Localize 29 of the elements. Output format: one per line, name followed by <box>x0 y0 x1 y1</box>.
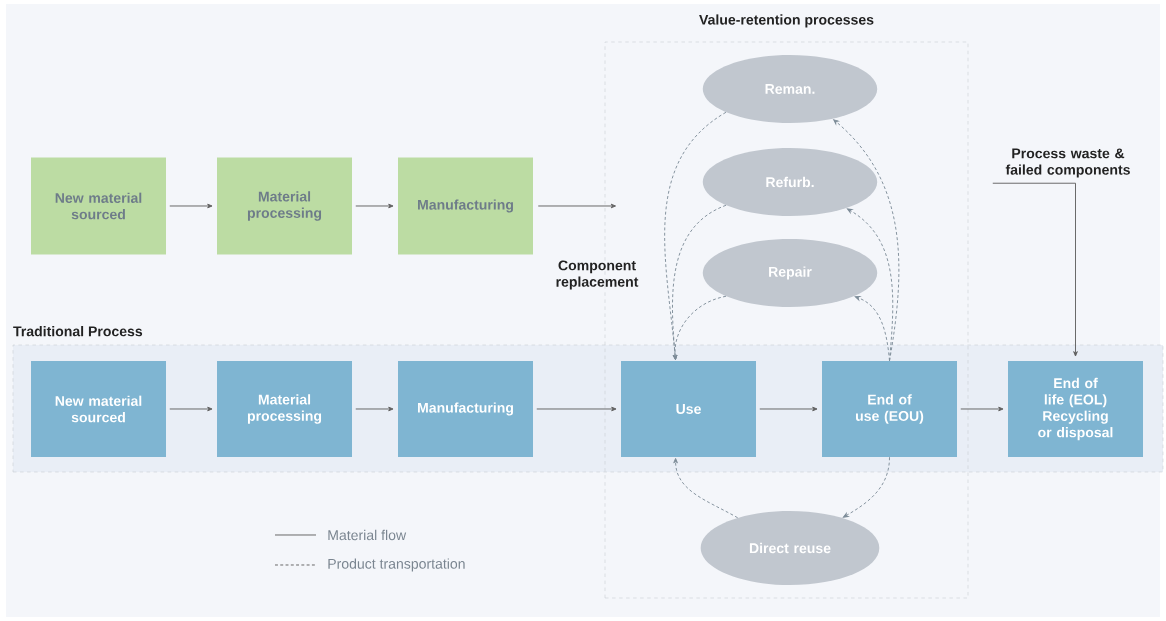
legend-text: Product transportation <box>328 558 465 572</box>
arrow <box>169 406 213 412</box>
arrow <box>355 203 394 209</box>
process-box: End of life (EOL) Recycling or disposal <box>1008 361 1143 457</box>
band-title: Traditional Process <box>13 326 143 337</box>
process-box: New material sourced <box>31 157 166 255</box>
arrow <box>833 119 900 362</box>
process-box: Material processing <box>217 157 352 255</box>
arrow <box>759 406 818 412</box>
arrow <box>355 406 394 412</box>
arrow <box>672 295 727 361</box>
arrow <box>673 457 739 519</box>
process-box: New material sourced <box>31 361 166 457</box>
process-box: Manufacturing <box>398 157 533 255</box>
process-box: Material processing <box>217 361 352 457</box>
legend-text: Material flow <box>328 529 407 541</box>
process-box: End of use (EOU) <box>822 361 957 457</box>
arrow <box>169 203 213 209</box>
note-text: Process waste & failed components <box>1005 148 1130 178</box>
process-box: Use <box>621 361 756 457</box>
arrow <box>537 203 616 209</box>
arrow <box>854 296 890 362</box>
arrow <box>960 406 1004 412</box>
process-box: Manufacturing <box>398 361 533 457</box>
arrow <box>992 182 1078 357</box>
region-title: Value-retention processes <box>699 14 874 28</box>
annotation-text: Component replacement <box>556 260 639 290</box>
arrow <box>536 406 617 412</box>
arrow <box>842 456 890 518</box>
